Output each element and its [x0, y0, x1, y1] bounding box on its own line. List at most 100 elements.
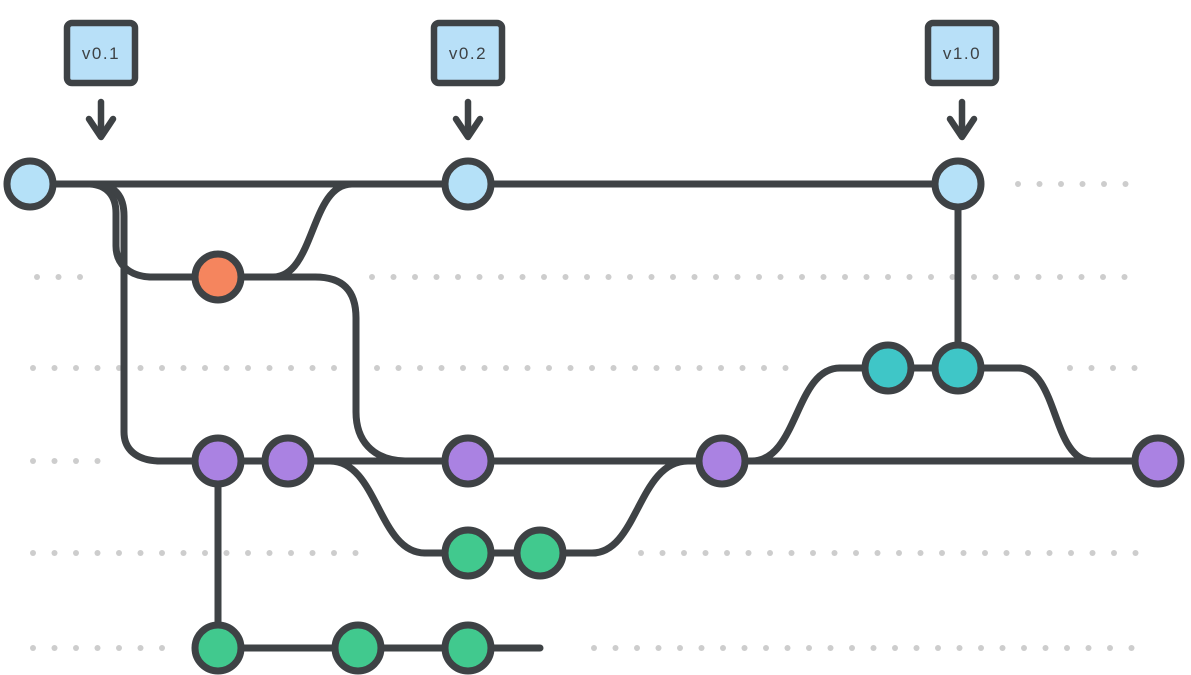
lane-dot [412, 274, 418, 280]
lane-dot [1107, 645, 1113, 651]
lane-dot [745, 550, 752, 556]
lane-dot [159, 550, 165, 556]
lane-dot [605, 274, 612, 280]
dotted-lane-segment [1015, 181, 1129, 187]
lane-dot [476, 274, 483, 280]
lane-dot [51, 645, 58, 651]
lane-dot [784, 645, 791, 651]
commit-node-teal [861, 341, 915, 395]
tag-box [924, 19, 1000, 87]
lane-dot [1003, 550, 1010, 556]
tag-label: v1.0 [943, 44, 981, 63]
lane-dot [1132, 550, 1139, 556]
commit-node-purple [441, 434, 495, 488]
lane-dot [498, 274, 504, 280]
tag-box [430, 19, 506, 87]
lane-dot [331, 365, 337, 371]
branch-path-hotfix-merge-main [269, 180, 356, 281]
lane-dot [1064, 645, 1070, 651]
lane-dot [30, 458, 36, 464]
lane-dot [546, 365, 552, 371]
lane-dot [1035, 274, 1042, 280]
lane-dot [1089, 550, 1096, 556]
commit-node-teal [931, 341, 985, 395]
lane-dot [1088, 365, 1095, 371]
lane-dot [928, 274, 934, 280]
lane-dot [1078, 274, 1085, 280]
lane-dot [610, 365, 617, 371]
lane-dot [799, 274, 805, 280]
lane-dot [374, 365, 380, 371]
down-arrow-icon [85, 115, 117, 141]
lane-dot [455, 274, 461, 280]
commit-node-green [441, 621, 495, 675]
lane-dot [906, 274, 913, 280]
lane-dot [180, 550, 187, 556]
dotted-lane-segment [30, 550, 359, 556]
lane-dot [971, 274, 977, 280]
lane-dot [653, 365, 660, 371]
lane-dot [202, 550, 208, 556]
lane-dot [978, 645, 984, 651]
lane-dot [763, 645, 769, 651]
lane-dot [288, 550, 294, 556]
lane-dot [1085, 645, 1092, 651]
lane-dot [51, 550, 58, 556]
lane-dot [51, 365, 58, 371]
branch-path-release-merge-develop [1014, 364, 1096, 465]
lane-dot [956, 645, 963, 651]
commit-node-blue [441, 157, 495, 211]
lane-dot [1021, 645, 1027, 651]
lane-dot [51, 458, 58, 464]
lane-dot [627, 274, 633, 280]
lane-dot [1068, 550, 1074, 556]
lane-dot [223, 365, 230, 371]
lane-dot [159, 645, 165, 651]
lane-dot [982, 550, 988, 556]
lane-dot [481, 365, 488, 371]
lane-dot [831, 550, 838, 556]
lane-dot [698, 645, 705, 651]
lane-dot [892, 645, 898, 651]
lane-dot [524, 365, 531, 371]
lane-dot [939, 550, 945, 556]
lane-dot [677, 645, 683, 651]
lane-dot [713, 274, 719, 280]
lane-dot [885, 274, 891, 280]
lane-dot [670, 274, 676, 280]
lane-dot [159, 365, 165, 371]
lane-dot [352, 550, 359, 556]
down-arrow-icon [452, 115, 484, 141]
lane-dot [567, 365, 574, 371]
lane-dot [992, 274, 999, 280]
commit-node-blue [3, 157, 57, 211]
lane-dot [309, 365, 316, 371]
lane-dot [77, 274, 83, 280]
lane-dot [331, 550, 337, 556]
lane-dot [913, 645, 920, 651]
lane-dot [659, 550, 666, 556]
lane-dot [691, 274, 698, 280]
lane-dot [724, 550, 730, 556]
lane-dot [1110, 365, 1116, 371]
lane-dot [541, 274, 547, 280]
lane-dot [180, 365, 187, 371]
lane-dot [266, 550, 273, 556]
lane-dot [73, 645, 79, 651]
lane-dot [718, 365, 724, 371]
lane-dot [395, 365, 402, 371]
lane-dot [681, 550, 687, 556]
lane-dot [827, 645, 834, 651]
lane-dot [137, 550, 144, 556]
lane-dot [73, 550, 79, 556]
lane-dot [1101, 181, 1107, 187]
lane-dot [734, 274, 741, 280]
lane-dot [94, 550, 101, 556]
lane-dot [1014, 274, 1020, 280]
lane-dot [761, 365, 767, 371]
lane-dot [137, 365, 144, 371]
lane-dot [782, 365, 789, 371]
lane-dot [1111, 550, 1117, 556]
lane-dot [245, 365, 251, 371]
